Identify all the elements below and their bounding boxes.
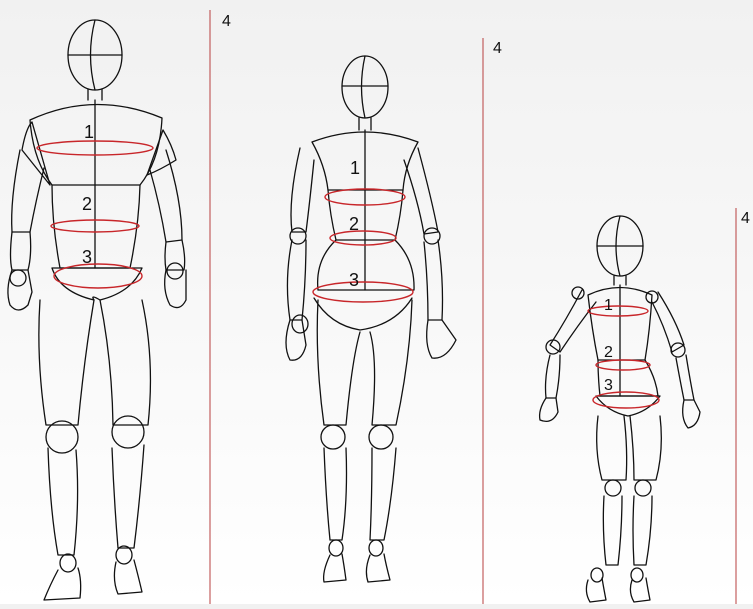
child-label-1: 1 <box>604 297 613 314</box>
child-figure: 1 2 3 4 <box>540 208 750 604</box>
waist-measurement-ring <box>596 360 650 370</box>
chest-measurement-ring <box>588 306 648 316</box>
child-label-2: 2 <box>604 344 613 361</box>
female-height-label: 4 <box>493 40 502 57</box>
male-height-label: 4 <box>222 13 231 30</box>
male-label-2: 2 <box>82 194 92 214</box>
hip-measurement-ring <box>313 282 413 302</box>
male-label-3: 3 <box>82 247 92 267</box>
child-height-label: 4 <box>741 210 750 227</box>
male-figure: 1 2 3 4 <box>8 10 231 604</box>
female-label-1: 1 <box>350 158 360 178</box>
female-label-3: 3 <box>349 270 359 290</box>
male-label-1: 1 <box>84 122 94 142</box>
waist-measurement-ring <box>330 231 396 245</box>
hip-measurement-ring <box>593 392 659 408</box>
child-label-3: 3 <box>604 377 613 394</box>
female-label-2: 2 <box>349 214 359 234</box>
female-figure: 1 2 3 4 <box>286 38 502 604</box>
